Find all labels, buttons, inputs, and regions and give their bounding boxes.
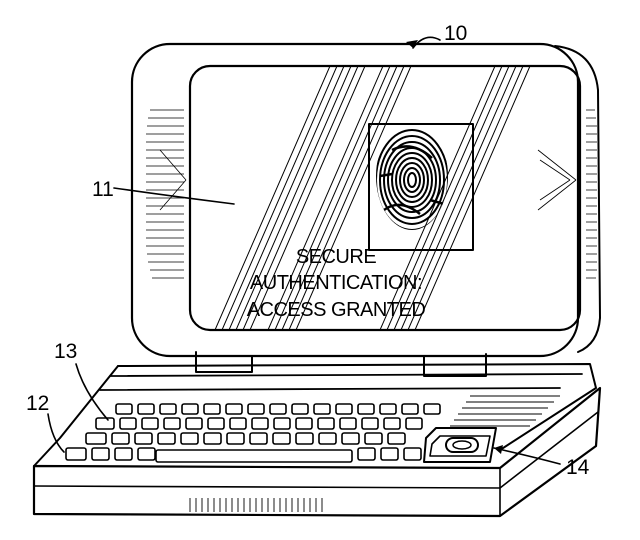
screen-message-line-3: ACCESS GRANTED [247,299,426,321]
label-12: 12 [26,392,49,415]
label-13: 13 [54,340,77,363]
key-row-3 [86,433,405,444]
label-10: 10 [444,22,467,45]
screen-message-line-2: AUTHENTICATION: [250,272,422,294]
key-row-1 [116,404,440,414]
key-row-2 [96,418,422,429]
label-14: 14 [566,456,590,479]
keyboard-13 [66,404,440,462]
key-row-4 [66,448,421,462]
label-11: 11 [92,178,114,201]
space-bar [156,450,352,462]
fingerprint-reader-14 [424,428,496,462]
screen-message-line-1: SECURE [296,246,377,268]
